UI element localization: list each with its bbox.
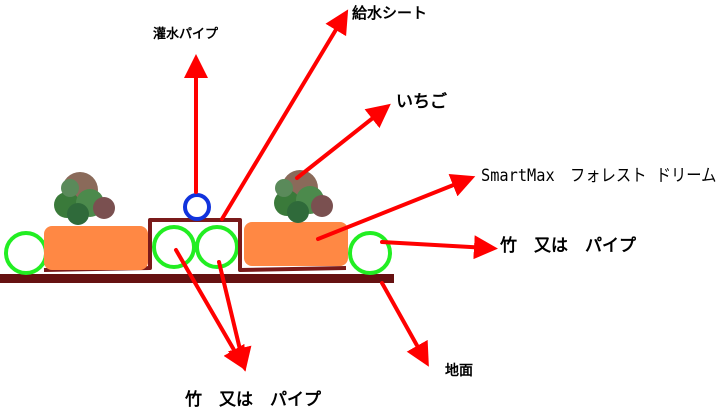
bamboo-pipe-center-right: [195, 225, 239, 269]
strawberry-label: いちご: [396, 92, 447, 112]
irrigation-pipe-label: 灌水パイプ: [153, 27, 219, 42]
strawberry-plant-left: [54, 172, 115, 225]
bamboo-pipe-center-left: [152, 225, 196, 269]
irrigation-pipe: [183, 193, 211, 221]
ground-bar: [0, 274, 394, 283]
bamboo-pipe-label-bottom: 竹 又は パイプ: [185, 390, 321, 410]
ground-label: 地面: [445, 363, 473, 379]
bamboo-pipe-left: [4, 231, 48, 275]
arrow-water-sheet: [220, 9, 349, 221]
water-sheet-label: 給水シート: [352, 4, 428, 22]
strawberry-plant-right: [274, 170, 333, 223]
bamboo-pipe-right: [348, 231, 392, 275]
arrow-bamboo-bottom-a: [174, 248, 247, 371]
product-label: SmartMax フォレスト ドリーム: [481, 166, 717, 186]
planter-left: [44, 226, 148, 270]
arrow-ground: [380, 281, 429, 367]
arrow-strawberry: [295, 103, 391, 180]
arrow-bamboo-bottom-b: [217, 260, 252, 372]
planter-right: [244, 222, 348, 266]
arrow-bamboo-right: [380, 235, 498, 260]
arrow-product: [316, 174, 476, 241]
bamboo-pipe-label-right: 竹 又は パイプ: [500, 236, 636, 256]
